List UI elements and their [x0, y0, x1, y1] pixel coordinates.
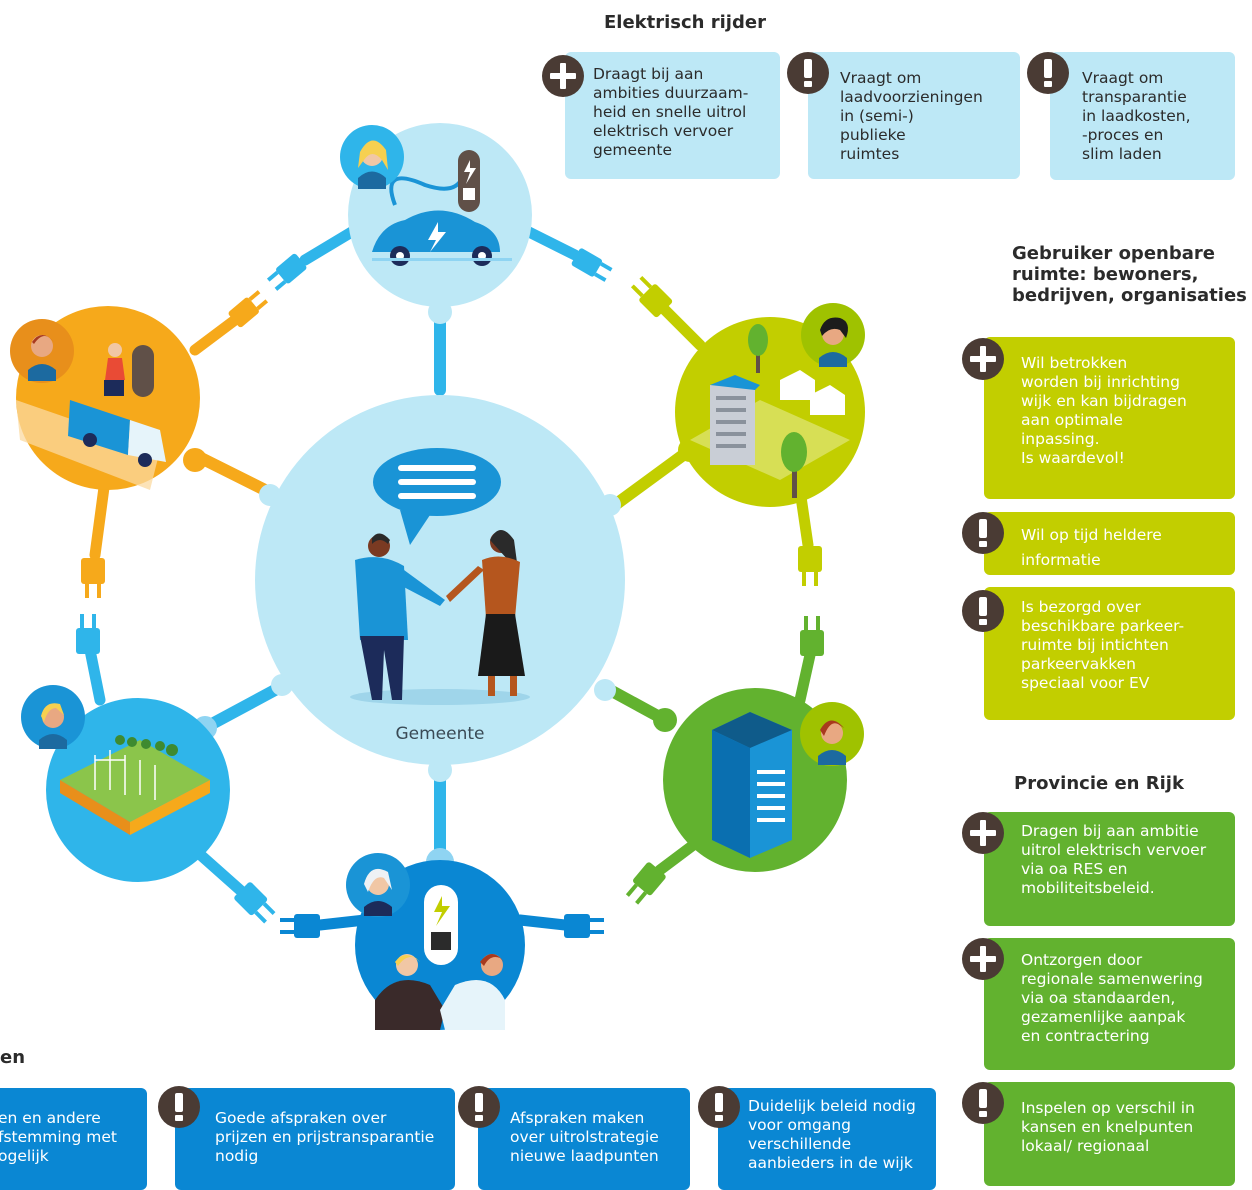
charge-point-operator-circle — [346, 853, 525, 1030]
public-space-card-2: Wil op tijd heldere informatie — [984, 512, 1235, 575]
exclamation-icon — [962, 590, 1004, 632]
card-text: Vraagt om transparantie in laadkosten, -… — [1082, 69, 1191, 163]
bottom-card-2: Goede afspraken over prijzen en prijstra… — [175, 1088, 455, 1190]
province-title: Provincie en Rijk — [1014, 773, 1184, 794]
plus-icon — [542, 55, 584, 97]
card-text: Afspraken maken over uitrolstrategie nie… — [510, 1109, 659, 1165]
exclamation-icon — [1027, 52, 1069, 94]
card-text: Goede afspraken over prijzen en prijstra… — [215, 1109, 435, 1165]
province-card-3: Inspelen op verschil in kansen en knelpu… — [984, 1082, 1235, 1186]
card-text: Ontzorgen door regionale samenwering via… — [1021, 951, 1203, 1045]
bottom-title-fragment: en — [0, 1047, 26, 1068]
bottom-card-4: Duidelijk beleid nodig voor omgang versc… — [718, 1088, 936, 1190]
exclamation-icon — [158, 1086, 200, 1128]
electric-driver-title: Elektrisch rijder — [604, 12, 766, 33]
province-card-2: Ontzorgen door regionale samenwering via… — [984, 938, 1235, 1070]
card-text: Inspelen op verschil in kansen en knelpu… — [1021, 1099, 1195, 1155]
province-card-1: Dragen bij aan ambitie uitrol elektrisch… — [984, 812, 1235, 926]
electric-driver-card-1: Draagt bij aan ambities duurzaam- heid e… — [565, 52, 780, 179]
energy-supplier-circle — [10, 306, 200, 490]
province-circle — [663, 688, 864, 872]
plug-heads — [76, 248, 824, 938]
electric-driver-card-2: Vraagt om laadvoorzieningen in (semi-) p… — [808, 52, 1020, 179]
card-text: Vraagt om laadvoorzieningen in (semi-) p… — [840, 69, 983, 163]
plus-icon — [962, 938, 1004, 980]
exclamation-icon — [458, 1086, 500, 1128]
public-space-users-title: Gebruiker openbare ruimte: bewoners, bed… — [1012, 243, 1247, 306]
card-text: Is bezorgd over beschikbare parkeer- rui… — [1021, 598, 1185, 692]
municipality-circle — [255, 395, 625, 765]
card-text: Duidelijk beleid nodig voor omgang versc… — [748, 1097, 916, 1172]
electric-driver-circle — [340, 123, 532, 307]
exclamation-icon — [962, 512, 1004, 554]
card-text: Dragen bij aan ambitie uitrol elektrisch… — [1021, 822, 1207, 897]
electric-driver-card-3: Vraagt om transparantie in laadkosten, -… — [1050, 52, 1235, 180]
card-text: Wil betrokken worden bij inrichting wijk… — [1021, 354, 1187, 467]
public-space-card-3: Is bezorgd over beschikbare parkeer- rui… — [984, 587, 1235, 720]
public-space-card-1: Wil betrokken worden bij inrichting wijk… — [984, 337, 1235, 499]
grid-operator-circle — [21, 685, 230, 882]
exclamation-icon — [962, 1082, 1004, 1124]
exclamation-icon — [787, 52, 829, 94]
residents-circle — [675, 303, 865, 507]
bottom-card-3: Afspraken maken over uitrolstrategie nie… — [478, 1088, 690, 1190]
card-text: Wil op tijd heldere informatie — [1021, 526, 1162, 569]
bottom-card-1: en en andere fstemming met ogelijk — [0, 1088, 147, 1190]
card-text: en en andere fstemming met ogelijk — [0, 1109, 117, 1165]
municipality-label: Gemeente — [395, 724, 485, 744]
plus-icon — [962, 338, 1004, 380]
card-text: Draagt bij aan ambities duurzaam- heid e… — [593, 65, 749, 159]
plus-icon — [962, 812, 1004, 854]
exclamation-icon — [698, 1086, 740, 1128]
